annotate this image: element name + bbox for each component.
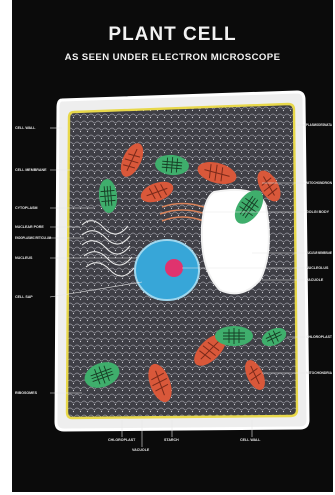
label-mitochondria: MITOCHONDRIA: [306, 371, 332, 375]
chloroplast: [215, 326, 253, 346]
label-cell-wall-bottom: CELL WALL: [240, 438, 261, 442]
label-nucleus: NUCLEUS: [15, 256, 33, 260]
label-cytoplasm: CYTOPLASM: [15, 206, 38, 210]
poster: PLANT CELL AS SEEN UNDER ELECTRON MICROS…: [12, 0, 333, 492]
nucleus: [135, 240, 199, 300]
cell-diagram: CELL WALL CELL MEMBRANE CYTOPLASM NUCLEA…: [12, 0, 333, 492]
label-vacuole-bottom: VACUOLE: [132, 448, 150, 452]
label-nuclear-membrane: NUCLEAR MEMBRANE: [306, 251, 332, 255]
label-plasmodesmata: PLASMODESMATA: [306, 123, 332, 127]
label-er: ENDOPLASMIC RETICULUM: [15, 236, 51, 240]
labels-bottom: CHLOROPLAST VACUOLE STARCH CELL WALL: [108, 438, 261, 452]
label-golgi: GOLGI BODY: [306, 210, 330, 214]
label-mitochondrion: MITOCHONDRION: [306, 181, 332, 185]
label-ribosomes: RIBOSOMES: [15, 391, 38, 395]
label-nucleolus: NUCLEOLUS: [306, 266, 329, 270]
labels-right: PLASMODESMATA MITOCHONDRION GOLGI BODY N…: [306, 123, 333, 375]
label-chloroplast: CHLOROPLAST: [306, 335, 333, 339]
label-cell-sap: CELL SAP: [15, 295, 33, 299]
label-starch: STARCH: [164, 438, 179, 442]
label-chloroplast-bottom: CHLOROPLAST: [108, 438, 136, 442]
label-nuclear-pore: NUCLEAR PORE: [15, 225, 44, 229]
label-cell-membrane: CELL MEMBRANE: [15, 168, 47, 172]
labels-left: CELL WALL CELL MEMBRANE CYTOPLASM NUCLEA…: [15, 126, 51, 395]
label-cell-wall: CELL WALL: [15, 126, 36, 130]
label-vacuole: VACUOLE: [306, 278, 324, 282]
